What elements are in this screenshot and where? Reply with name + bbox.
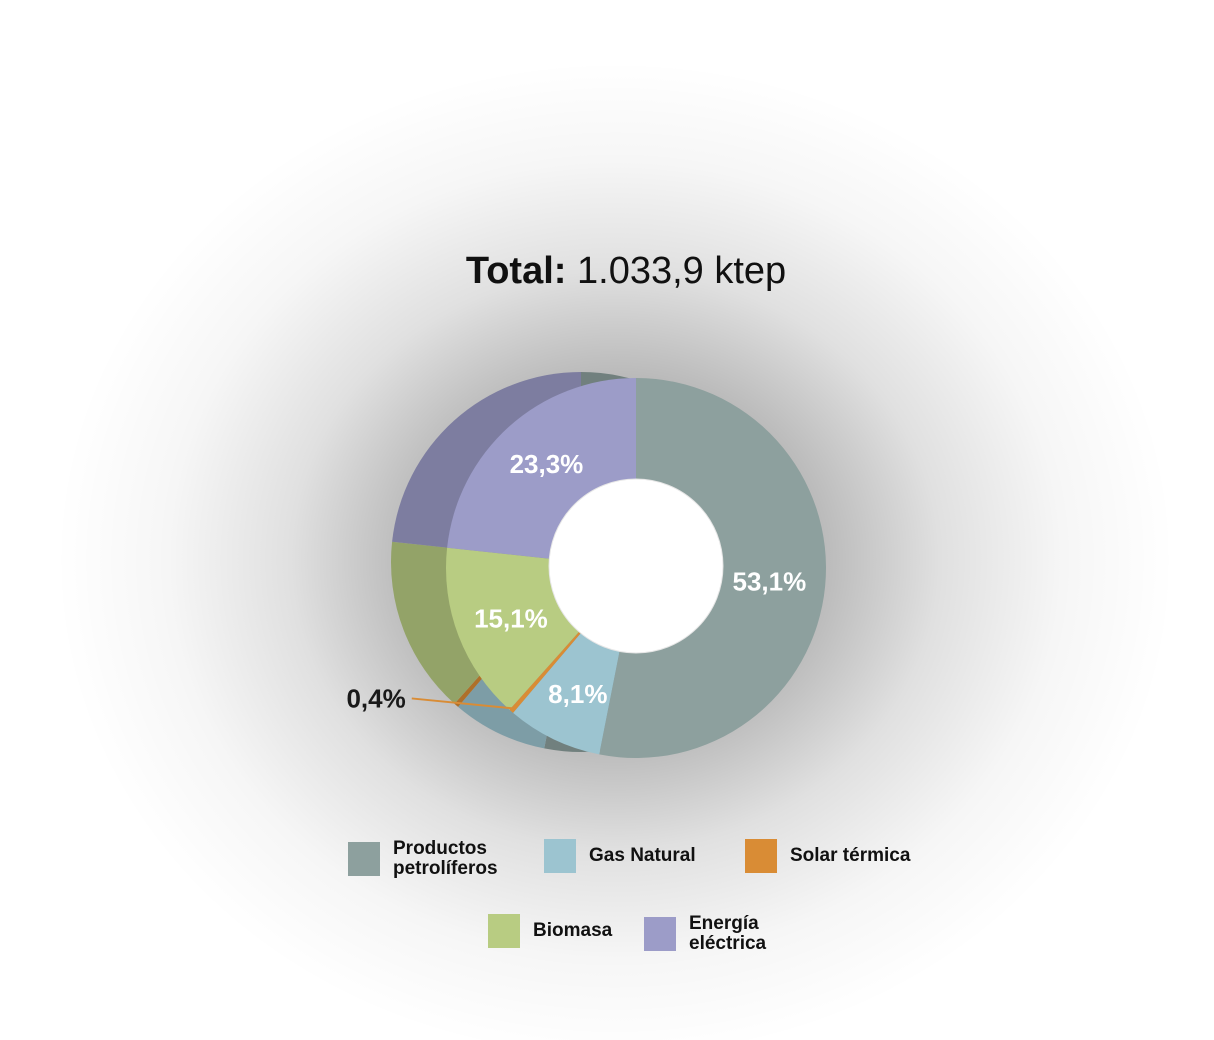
legend-item: Biomasa (488, 914, 683, 948)
legend-item: Productos petrolíferos (348, 839, 518, 879)
legend-label: Productos petrolíferos (393, 838, 498, 879)
legend-label: Gas Natural (589, 845, 696, 866)
legend-item: Gas Natural (544, 839, 739, 873)
slice-label-solar-termica: 0,4% (346, 683, 405, 713)
title-label: Total: (465, 250, 567, 292)
legend-swatch (644, 917, 676, 951)
legend-swatch (544, 839, 576, 873)
legend-swatch (348, 842, 380, 876)
legend-item: Energía eléctrica (644, 914, 784, 954)
slice-labels: 53,1% 8,1% 0,4% 15,1% 23,3% (346, 449, 806, 714)
slice-label-energia-electrica: 23,3% (510, 449, 584, 479)
slice-leader-solar-termica (411, 697, 514, 710)
legend-swatch (488, 914, 520, 948)
donut-slices (445, 378, 826, 758)
legend-label: Energía eléctrica (689, 913, 767, 954)
title-value: 1.033,9 ktep (577, 250, 787, 292)
chart-title: Total: 1.033,9 ktep (0, 250, 1214, 293)
legend-label: Biomasa (533, 920, 613, 941)
slice-label-gas-natural: 8,1% (548, 679, 607, 709)
slice-label-productos-petroliferos: 53,1% (732, 567, 806, 597)
legend-label: Solar térmica (790, 845, 911, 866)
legend-swatch (745, 839, 777, 873)
slice-label-biomasa: 15,1% (474, 603, 548, 633)
legend-item: Solar térmica (745, 839, 940, 873)
donut-hole (548, 478, 724, 654)
